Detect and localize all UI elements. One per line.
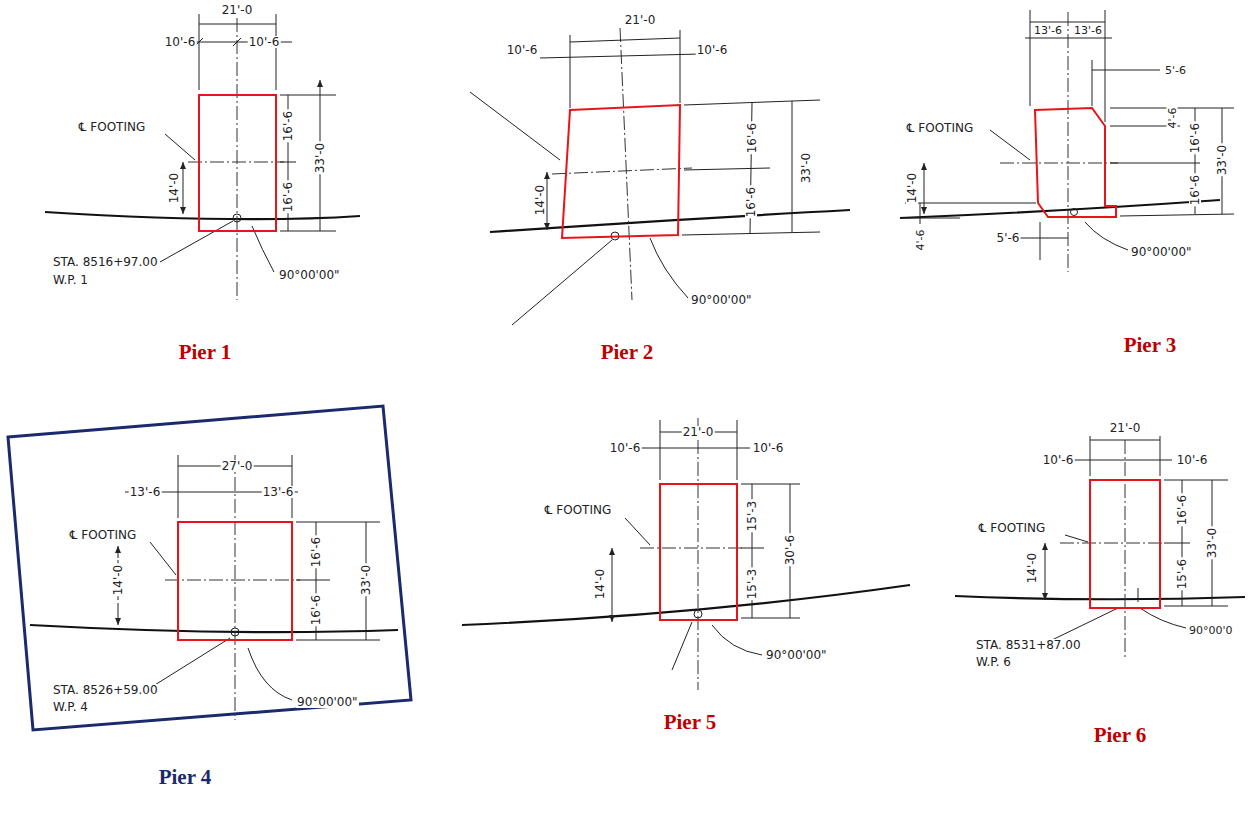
dimension-text: STA. 8516+97.00 xyxy=(52,256,159,268)
dimension-text: 10'-6 xyxy=(248,36,281,48)
dimension-text: 33'-0 xyxy=(1216,144,1228,177)
pier-6-plan xyxy=(955,436,1245,660)
pier-title: Pier 4 xyxy=(158,767,213,788)
dimension-text: 16'-6 xyxy=(310,536,322,569)
highlight-frame xyxy=(8,406,411,730)
pier-title: Pier 6 xyxy=(1093,725,1148,746)
dimension-text: 33'-0 xyxy=(360,564,372,597)
dimension-text: ℄ FOOTING xyxy=(69,529,137,541)
dimension-text: 10'-6 xyxy=(1176,454,1209,466)
dimension-text: 21'-0 xyxy=(1109,422,1142,434)
pier-5-plan xyxy=(462,418,910,690)
dimension-text: 13'-6 xyxy=(1073,25,1103,36)
dimension-text: 4'-6 xyxy=(1167,107,1178,130)
dimension-text: 13'-6 xyxy=(129,486,162,498)
dimension-text: 21'-0 xyxy=(221,4,254,16)
dimension-text: 33'-0 xyxy=(314,142,326,175)
pier-title: Pier 3 xyxy=(1123,335,1178,356)
dimension-text: ℄ FOOTING xyxy=(978,522,1046,534)
dimension-text: 33'-0 xyxy=(1206,527,1218,560)
pier-title: Pier 5 xyxy=(663,712,718,733)
dimension-text: 14'-0 xyxy=(1026,552,1038,585)
dimension-text: 10'-6 xyxy=(609,442,642,454)
dimension-text: 14'-0 xyxy=(112,564,124,597)
dimension-text: 13'-6 xyxy=(1033,25,1063,36)
dimension-text: ℄ FOOTING xyxy=(906,122,974,134)
dimension-text: 4'-6 xyxy=(915,229,926,252)
dimension-text: STA. 8526+59.00 xyxy=(52,684,159,696)
dimension-text: 15'-6 xyxy=(1176,558,1188,591)
dimension-text: 16'-6 xyxy=(1189,122,1201,155)
pier-3-plan xyxy=(900,10,1234,272)
dimension-text: 90°00'00" xyxy=(296,696,359,708)
dimension-text: 16'-6 xyxy=(310,594,322,627)
pier-title: Pier 2 xyxy=(600,342,655,363)
dimension-text: 21'-0 xyxy=(682,426,715,438)
dimension-text: 14'-0 xyxy=(906,172,918,205)
dimension-text: 16'-6 xyxy=(1189,174,1201,207)
dimension-text: W.P. 6 xyxy=(975,656,1012,668)
dimension-text: W.P. 4 xyxy=(52,701,89,713)
dimension-text: 90°00'00" xyxy=(690,294,753,306)
dimension-text: 33'-0 xyxy=(800,152,812,185)
dimension-text: W.P. 1 xyxy=(52,274,89,286)
pier-4-plan xyxy=(8,406,411,730)
dimension-text: 16'-6 xyxy=(745,186,757,219)
dimension-text: 14'-0 xyxy=(168,172,180,205)
dimension-text: 16'-6 xyxy=(282,110,294,143)
dimension-text: 30'-6 xyxy=(784,534,796,567)
dimension-text: 15'-3 xyxy=(746,568,758,601)
dimension-text: 16'-6 xyxy=(1176,494,1188,527)
dimension-text: 5'-6 xyxy=(1164,65,1187,76)
dimension-text: 10'-6 xyxy=(164,36,197,48)
dimension-text: ℄ FOOTING xyxy=(78,121,146,133)
dimension-text: 10'-6 xyxy=(1042,454,1075,466)
dimension-text: 13'-6 xyxy=(262,486,295,498)
pier-title: Pier 1 xyxy=(178,342,233,363)
pier-2-plan xyxy=(470,28,850,325)
dimension-text: ℄ FOOTING xyxy=(544,504,612,516)
dimension-text: 90°00'00" xyxy=(1130,246,1193,258)
dimension-text: 15'-3 xyxy=(746,500,758,533)
dimension-text: 90°00'00" xyxy=(278,269,341,281)
dimension-text: 27'-0 xyxy=(221,460,254,472)
dimension-text: 5'-6 xyxy=(996,232,1021,244)
dimension-text: 14'-0 xyxy=(534,184,546,217)
dimension-text: 90°00'00" xyxy=(765,649,828,661)
pier-1-plan xyxy=(45,14,360,300)
dimension-text: 10'-6 xyxy=(752,442,785,454)
dimension-text: STA. 8531+87.00 xyxy=(975,639,1082,651)
dimension-text: 21'-0 xyxy=(624,14,657,26)
dimension-text: 16'-6 xyxy=(282,181,294,214)
dimension-text: 10'-6 xyxy=(506,44,539,56)
dimension-text: 10'-6 xyxy=(696,44,729,56)
dimension-text: 14'-0 xyxy=(594,568,606,601)
dimension-text: 90°00'0 xyxy=(1188,625,1234,636)
dimension-text: 16'-6 xyxy=(746,122,758,155)
